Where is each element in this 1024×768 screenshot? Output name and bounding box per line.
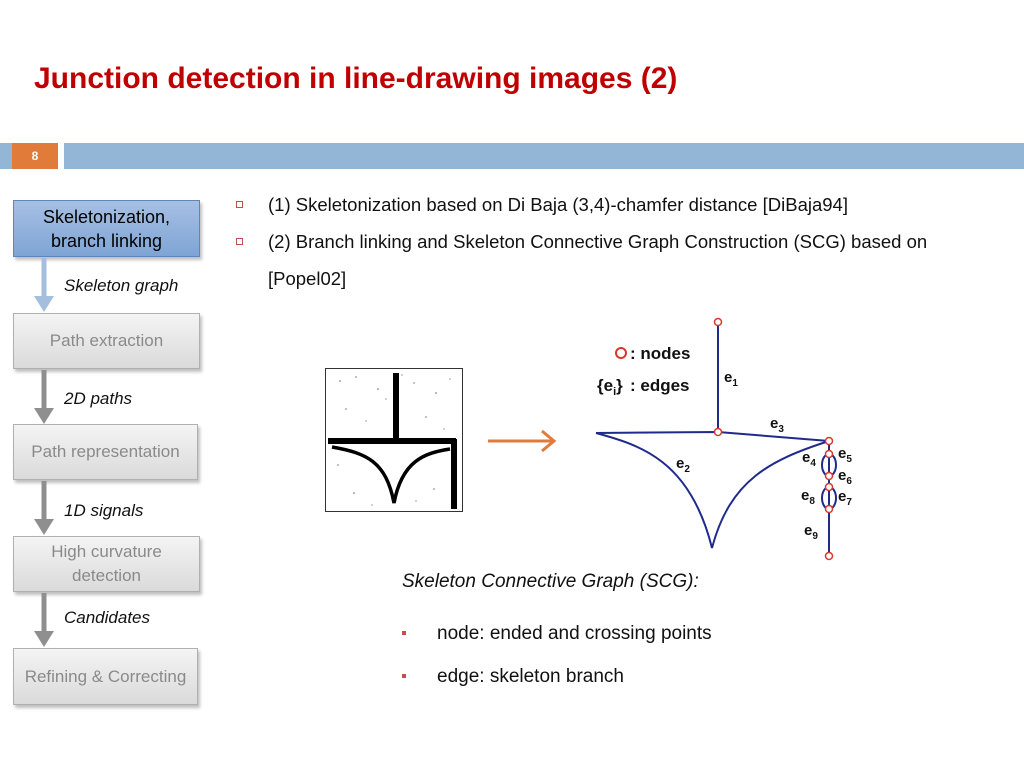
edge-label-e6: e6	[838, 467, 852, 487]
node	[713, 427, 723, 437]
skeleton-drawing	[328, 373, 457, 509]
edge-label-e9: e9	[804, 522, 818, 542]
node	[824, 471, 834, 481]
scg-graph: : nodes {ei} : edges e1 e3 e2 e4 e5 e6 e…	[595, 317, 852, 561]
skeleton-binary-image	[325, 368, 463, 512]
transform-arrow	[488, 429, 557, 453]
scg-item-node: node: ended and crossing points	[400, 612, 712, 655]
header-bar-left	[0, 143, 12, 169]
flow-step-path-extraction: Path extraction	[13, 313, 200, 369]
flow-label-2d-paths: 2D paths	[64, 389, 133, 408]
flow-step-high-curvature-detection: High curvature detection	[13, 536, 200, 592]
edge-e3	[595, 430, 830, 442]
scg-item-edge: edge: skeleton branch	[400, 655, 712, 698]
flow-arrow-4	[34, 593, 54, 647]
main-bullet-list: (1) Skeletonization based on Di Baja (3,…	[232, 186, 1012, 297]
edge-label-e2: e2	[676, 455, 690, 475]
edge-label-e4: e4	[802, 449, 816, 469]
flow-step-path-representation: Path representation	[13, 424, 198, 480]
node	[824, 504, 834, 514]
edge-label-e7: e7	[838, 488, 852, 508]
node	[824, 436, 834, 446]
edge-e2	[595, 432, 830, 549]
node	[713, 317, 723, 327]
bullet-branch-linking: (2) Branch linking and Skeleton Connecti…	[232, 223, 968, 297]
node	[824, 449, 834, 459]
flow-step-skeletonization: Skeletonization, branch linking	[13, 200, 200, 257]
edge-label-e5: e5	[838, 445, 852, 465]
scg-caption: Skeleton Connective Graph (SCG):	[402, 571, 699, 592]
node	[824, 551, 834, 561]
flow-label-1d-signals: 1D signals	[64, 501, 144, 520]
flow-arrow-3	[34, 481, 54, 535]
flow-arrow-1	[34, 258, 54, 312]
flow-step-refining-correcting: Refining & Correcting	[13, 648, 198, 705]
slide-title: Junction detection in line-drawing image…	[34, 62, 678, 95]
slide-number: 8	[12, 143, 58, 169]
edge-label-e8: e8	[801, 487, 815, 507]
legend-edges: : edges	[630, 376, 690, 395]
bullet-skeletonization: (1) Skeletonization based on Di Baja (3,…	[232, 186, 1012, 223]
node	[824, 482, 834, 492]
flow-label-skeleton-graph: Skeleton graph	[64, 276, 179, 295]
scg-bullet-list: node: ended and crossing points edge: sk…	[400, 612, 712, 698]
flow-label-candidates: Candidates	[64, 608, 151, 627]
legend-edges-symbol: {ei}	[597, 376, 623, 398]
edge-label-e1: e1	[724, 369, 738, 389]
header-bar: 8	[0, 143, 1024, 169]
legend-nodes: : nodes	[630, 344, 690, 363]
header-bar-right	[64, 143, 1024, 169]
legend-node-symbol	[615, 347, 627, 359]
edge-label-e3: e3	[770, 415, 784, 435]
flow-arrow-2	[34, 370, 54, 424]
